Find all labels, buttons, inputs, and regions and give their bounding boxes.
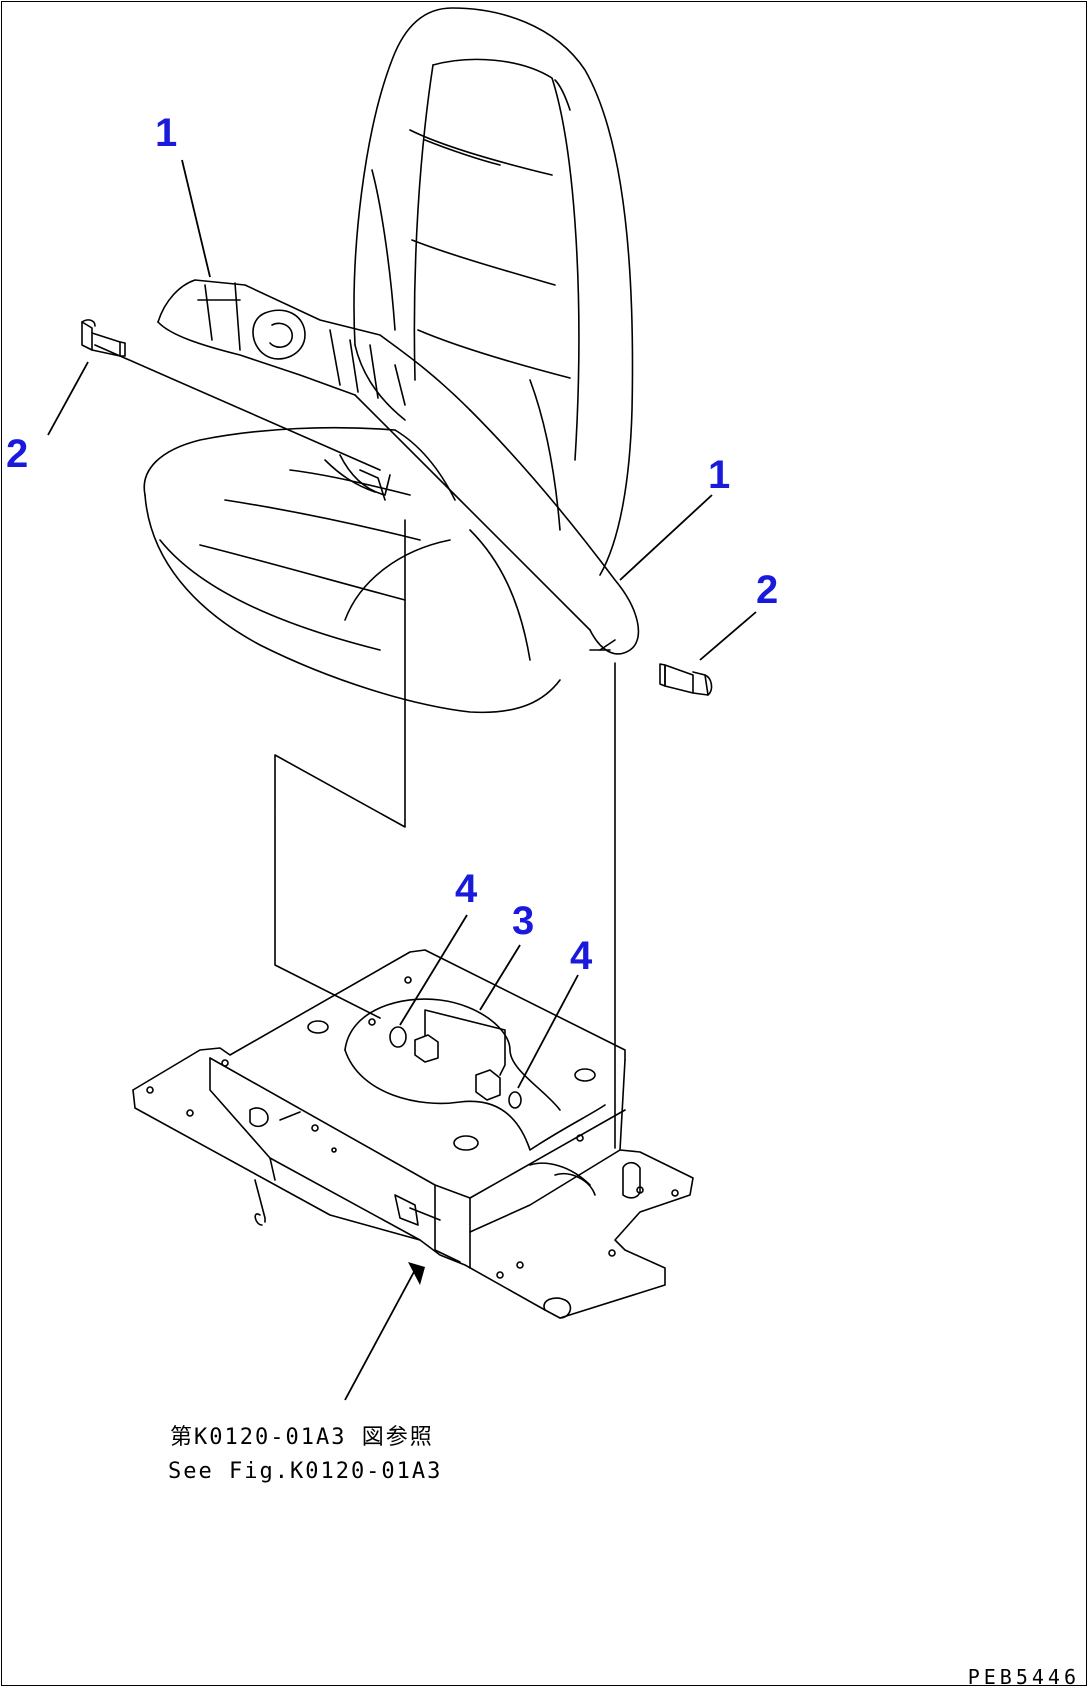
bolt-left: [81, 319, 126, 357]
leader-lines: [47, 159, 757, 1401]
projection-lines: [94, 344, 616, 1149]
seat-back-outline: [353, 7, 634, 576]
seat-mount-base: [132, 949, 694, 1319]
reference-note-japanese: 第K0120-01A3 図参照: [170, 1425, 434, 1450]
callout-2-bolt-left: 2: [6, 432, 28, 476]
seat-cushion-outline: [143, 426, 561, 714]
reference-arrow-head: [408, 1262, 425, 1285]
washer-left: [389, 1026, 407, 1048]
callout-1-belt-right: 1: [708, 453, 730, 497]
callout-2-bolt-right: 2: [756, 568, 778, 612]
callout-4-washer-right: 4: [570, 934, 593, 978]
bolt-right: [659, 663, 713, 696]
seat-belt-webbing: [157, 279, 640, 655]
reference-note-english: See Fig.K0120-01A3: [168, 1459, 442, 1484]
drawing-code: PEB5446: [968, 1665, 1080, 1689]
callout-1-belt: 1: [155, 111, 177, 155]
washer-right: [508, 1091, 522, 1109]
callout-3-nut: 3: [512, 899, 534, 943]
nut-pair: [414, 1009, 506, 1101]
callout-4-washer-left: 4: [455, 867, 478, 911]
